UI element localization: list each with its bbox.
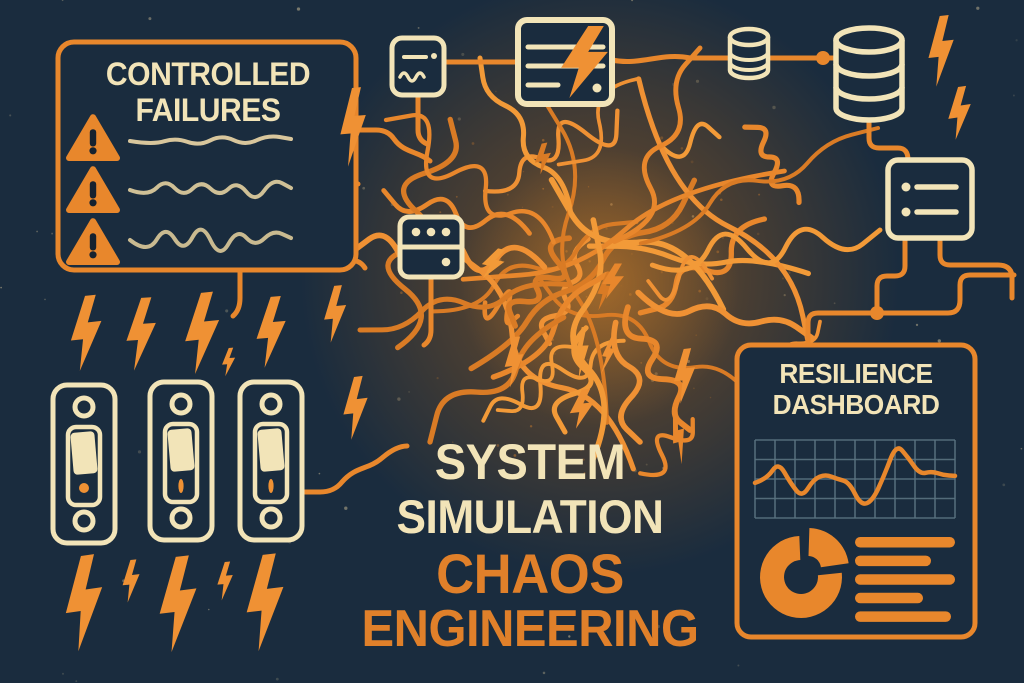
toggle-switch-icon — [50, 382, 118, 546]
resilience-dashboard-title: RESILIENCE DASHBOARD — [754, 358, 959, 420]
lightning-bolt-icon — [569, 388, 594, 429]
controlled-failures-title-line2: FAILURES — [135, 92, 281, 128]
lightning-bolt-icon — [185, 291, 220, 374]
controlled-failures-contents — [66, 114, 293, 265]
lightning-bolt-icon — [928, 15, 954, 87]
lightning-bolt-icon — [159, 555, 197, 653]
lightning-bolt-icon — [504, 336, 524, 388]
lightning-bolt-icon — [246, 553, 284, 652]
warning-triangle-icon — [66, 218, 120, 265]
headline: SYSTEM SIMULATION CHAOS ENGINEERING — [331, 436, 730, 657]
lightning-bolt-icon — [575, 326, 589, 379]
lightning-bolt-icon — [481, 248, 506, 279]
message-server-icon — [389, 35, 447, 98]
resilience-dashboard-title-line1: RESILIENCE — [779, 358, 933, 389]
lightning-bolt-icon — [122, 559, 140, 603]
lightning-bolts — [65, 15, 971, 653]
list-bars — [855, 537, 955, 622]
lightning-bolt-icon — [597, 271, 612, 311]
lightning-bolt-icon — [561, 26, 608, 98]
headline-chaos: CHAOS — [436, 542, 624, 605]
lightning-bolt-icon — [256, 296, 286, 368]
controlled-failures-title-line1: CONTROLLED — [105, 56, 311, 92]
lightning-bolt-icon — [217, 561, 233, 601]
resilience-dashboard-title-line2: DASHBOARD — [772, 389, 940, 420]
warning-triangle-icon — [66, 166, 120, 213]
database-small-icon — [727, 26, 771, 81]
junction-dot — [870, 306, 884, 320]
server-lightning-icon — [515, 17, 615, 107]
lightning-bolt-icon — [324, 285, 347, 343]
signal-waveform — [128, 179, 293, 200]
lightning-bolt-icon — [674, 348, 696, 404]
lightning-bolt-icon — [535, 142, 551, 175]
circuit-wires — [230, 51, 1017, 495]
lightning-bolt-icon — [126, 297, 156, 371]
list-note-icon — [885, 157, 975, 241]
headline-system: SYSTEM — [434, 434, 626, 490]
controlled-failures-panel — [55, 39, 359, 273]
warning-triangle-icon — [66, 114, 120, 161]
headline-engineering: ENGINEERING — [361, 600, 699, 658]
signal-waveform — [128, 134, 293, 146]
lightning-bolt-icon — [340, 87, 366, 167]
switch-paddle — [70, 431, 98, 475]
lightning-bolt-icon — [222, 347, 236, 377]
donut-chart — [760, 528, 849, 618]
server-dots-icon — [397, 214, 465, 280]
signal-waveform — [128, 227, 293, 253]
toggle-switch-icon — [147, 379, 215, 543]
sparkline-chart — [752, 439, 958, 519]
switch-paddle — [167, 428, 195, 472]
toggle-switch-icon — [237, 379, 305, 543]
lightning-bolt-icon — [65, 554, 103, 652]
database-large-icon — [833, 25, 905, 123]
junction-dot — [816, 51, 830, 65]
lightning-bolt-icon — [672, 410, 684, 465]
lightning-bolt-icon — [70, 294, 102, 371]
lightning-bolt-icon — [948, 85, 971, 140]
headline-simulation: SIMULATION — [396, 490, 664, 543]
lightning-bolt-icon — [601, 333, 617, 374]
controlled-failures-title: CONTROLLED FAILURES — [75, 56, 342, 128]
chaos-tangle — [349, 45, 883, 478]
lightning-bolt-icon — [602, 263, 624, 300]
lightning-bolt-icon — [343, 375, 368, 440]
switch-paddle — [257, 428, 285, 472]
